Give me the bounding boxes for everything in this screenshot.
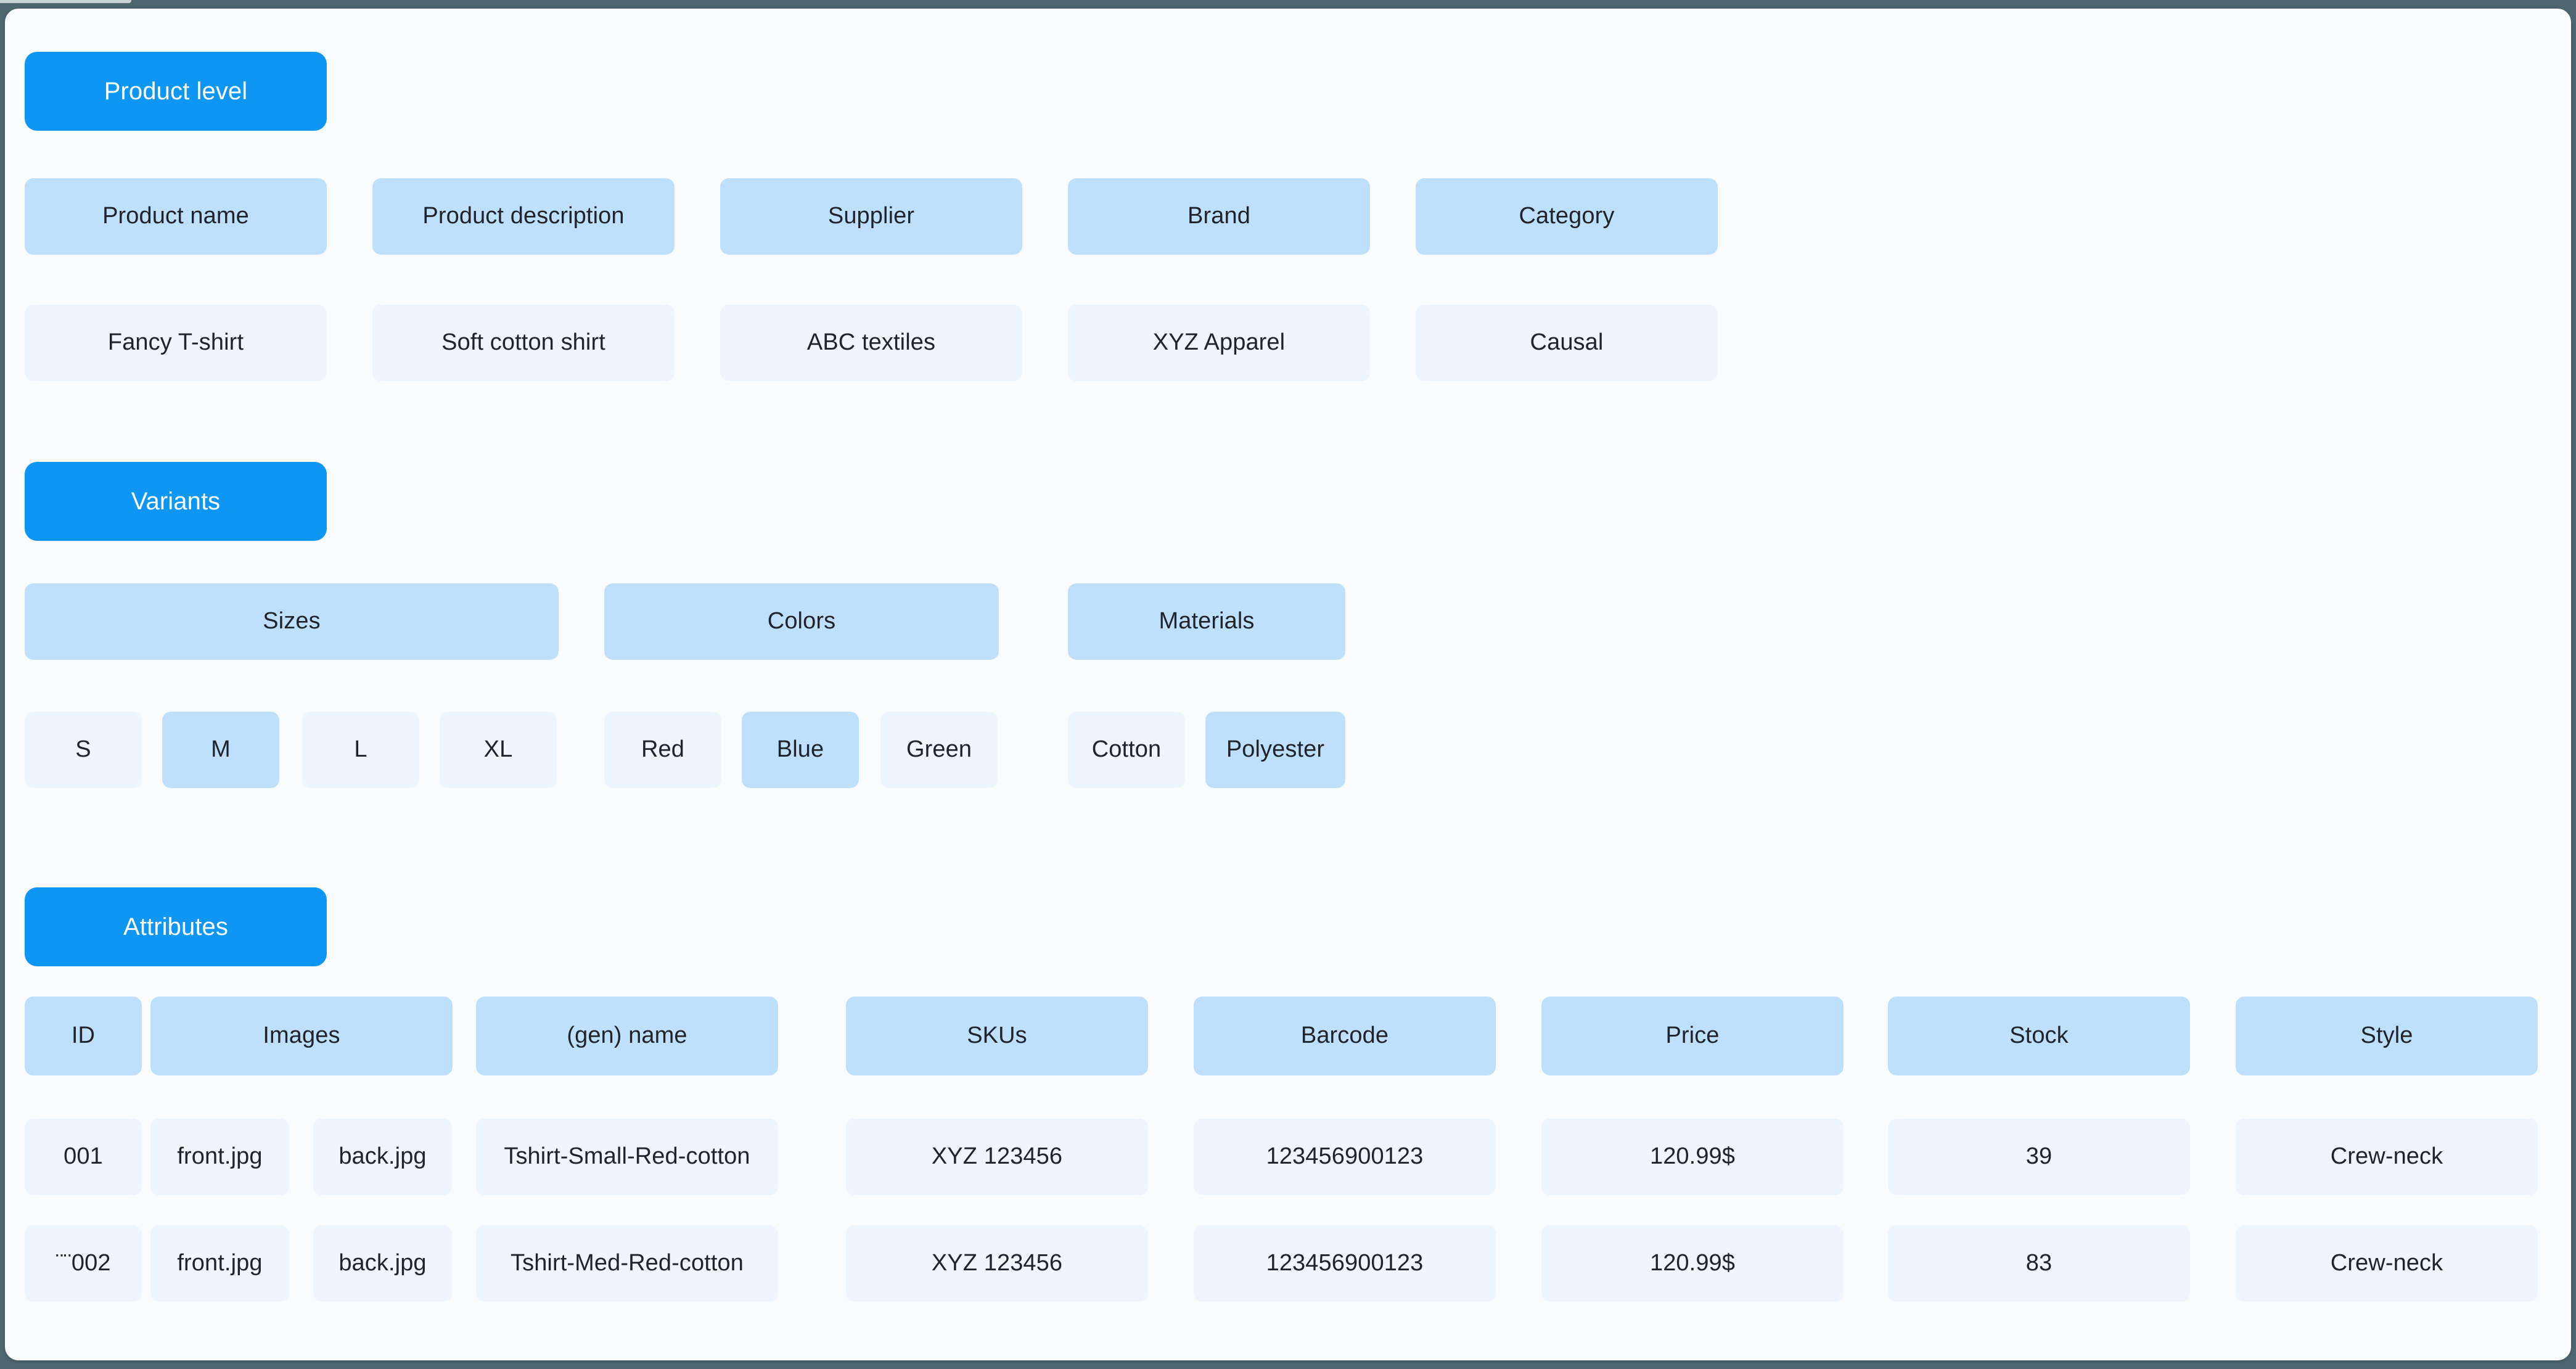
variant-option-red[interactable]: Red (604, 712, 721, 788)
attributes-cell-image-back[interactable]: back.jpg (313, 1225, 452, 1302)
variant-option-l[interactable]: L (302, 712, 419, 788)
attributes-header-stock[interactable]: Stock (1888, 997, 2190, 1075)
variant-option-xl[interactable]: XL (440, 712, 557, 788)
attributes-cell-id[interactable]: ¨¨002 (25, 1225, 142, 1302)
product-level-value-1[interactable]: Soft cotton shirt (372, 305, 675, 381)
attributes-cell-stock[interactable]: 39 (1888, 1119, 2190, 1195)
attributes-cell-gen-name[interactable]: Tshirt-Med-Red-cotton (476, 1225, 778, 1302)
attributes-cell-image-back[interactable]: back.jpg (313, 1119, 452, 1195)
variant-option-green[interactable]: Green (880, 712, 998, 788)
attributes-header-id[interactable]: ID (25, 997, 142, 1075)
variant-group-header-colors[interactable]: Colors (604, 583, 999, 660)
attributes-cell-gen-name[interactable]: Tshirt-Small-Red-cotton (476, 1119, 778, 1195)
variant-option-polyester[interactable]: Polyester (1205, 712, 1345, 788)
attributes-cell-id[interactable]: 001 (25, 1119, 142, 1195)
section-title-attributes: Attributes (25, 887, 327, 966)
attributes-header-images[interactable]: Images (150, 997, 453, 1075)
product-level-header-0[interactable]: Product name (25, 178, 327, 255)
browser-chrome (0, 0, 2576, 9)
attributes-header-skus[interactable]: SKUs (846, 997, 1148, 1075)
variant-group-header-materials[interactable]: Materials (1068, 583, 1345, 660)
product-level-header-1[interactable]: Product description (372, 178, 675, 255)
attributes-cell-image-front[interactable]: front.jpg (150, 1119, 289, 1195)
attributes-cell-price[interactable]: 120.99$ (1541, 1225, 1844, 1302)
section-title-variants: Variants (25, 462, 327, 541)
attributes-cell-sku[interactable]: XYZ 123456 (846, 1119, 1148, 1195)
variant-option-blue[interactable]: Blue (742, 712, 859, 788)
attributes-header-style[interactable]: Style (2236, 997, 2538, 1075)
attributes-cell-image-front[interactable]: front.jpg (150, 1225, 289, 1302)
variant-option-s[interactable]: S (25, 712, 142, 788)
product-level-value-4[interactable]: Causal (1416, 305, 1718, 381)
product-level-value-3[interactable]: XYZ Apparel (1068, 305, 1370, 381)
product-level-value-0[interactable]: Fancy T-shirt (25, 305, 327, 381)
product-level-value-2[interactable]: ABC textiles (720, 305, 1022, 381)
section-title-product-level: Product level (25, 52, 327, 131)
variant-option-m[interactable]: M (162, 712, 279, 788)
product-level-header-3[interactable]: Brand (1068, 178, 1370, 255)
attributes-header-price[interactable]: Price (1541, 997, 1844, 1075)
product-level-header-2[interactable]: Supplier (720, 178, 1022, 255)
attributes-cell-sku[interactable]: XYZ 123456 (846, 1225, 1148, 1302)
attributes-cell-price[interactable]: 120.99$ (1541, 1119, 1844, 1195)
attributes-cell-style[interactable]: Crew-neck (2236, 1225, 2538, 1302)
variant-group-header-sizes[interactable]: Sizes (25, 583, 559, 660)
attributes-header-genname[interactable]: (gen) name (476, 997, 778, 1075)
attributes-cell-barcode[interactable]: 123456900123 (1194, 1119, 1496, 1195)
variant-option-cotton[interactable]: Cotton (1068, 712, 1185, 788)
attributes-header-barcode[interactable]: Barcode (1194, 997, 1496, 1075)
product-level-header-4[interactable]: Category (1416, 178, 1718, 255)
attributes-cell-style[interactable]: Crew-neck (2236, 1119, 2538, 1195)
browser-tab-stub[interactable] (0, 0, 131, 3)
attributes-cell-barcode[interactable]: 123456900123 (1194, 1225, 1496, 1302)
attributes-cell-stock[interactable]: 83 (1888, 1225, 2190, 1302)
